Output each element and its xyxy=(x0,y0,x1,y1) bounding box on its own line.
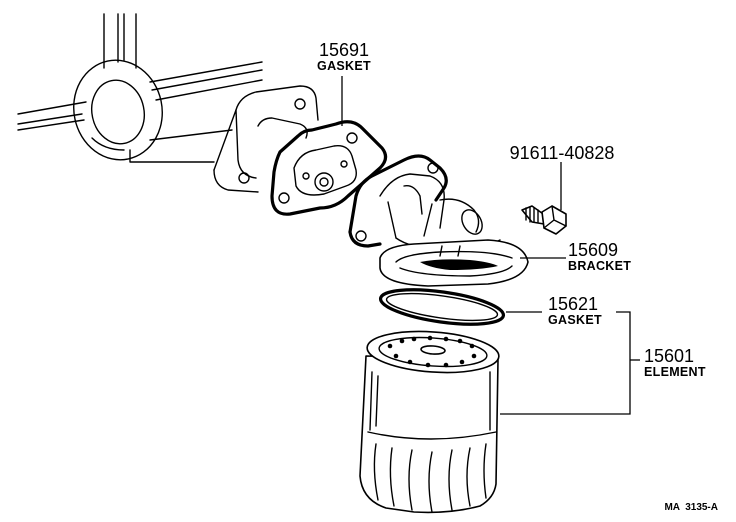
callout-15609: 15609 BRACKET xyxy=(568,240,631,273)
callout-15691: 15691 GASKET xyxy=(317,40,371,73)
gasket-15621-illustration xyxy=(378,288,506,326)
callout-15601: 15601 ELEMENT xyxy=(644,346,706,379)
callout-15621: 15621 GASKET xyxy=(548,294,602,327)
engine-block-illustration xyxy=(17,13,319,193)
gasket-15691-illustration xyxy=(270,120,388,216)
part-number-91611-40828: 91611-40828 xyxy=(510,143,615,163)
part-name-gasket: GASKET xyxy=(548,313,602,327)
bolt-91611-40828-illustration xyxy=(521,205,567,235)
part-number-15621: 15621 xyxy=(548,294,598,314)
part-name-gasket: GASKET xyxy=(317,59,371,73)
part-number-15691: 15691 xyxy=(319,40,369,60)
diagram-reference-code: MA 3135-A xyxy=(664,502,718,513)
part-number-15601: 15601 xyxy=(644,346,694,366)
element-15601-illustration xyxy=(359,330,500,514)
part-number-15609: 15609 xyxy=(568,240,618,260)
callout-91611-40828: 91611-40828 xyxy=(510,143,615,163)
part-name-element: ELEMENT xyxy=(644,365,706,379)
leader-lines xyxy=(341,76,640,415)
part-name-bracket: BRACKET xyxy=(568,259,631,273)
bracket-15609-illustration xyxy=(348,154,529,287)
